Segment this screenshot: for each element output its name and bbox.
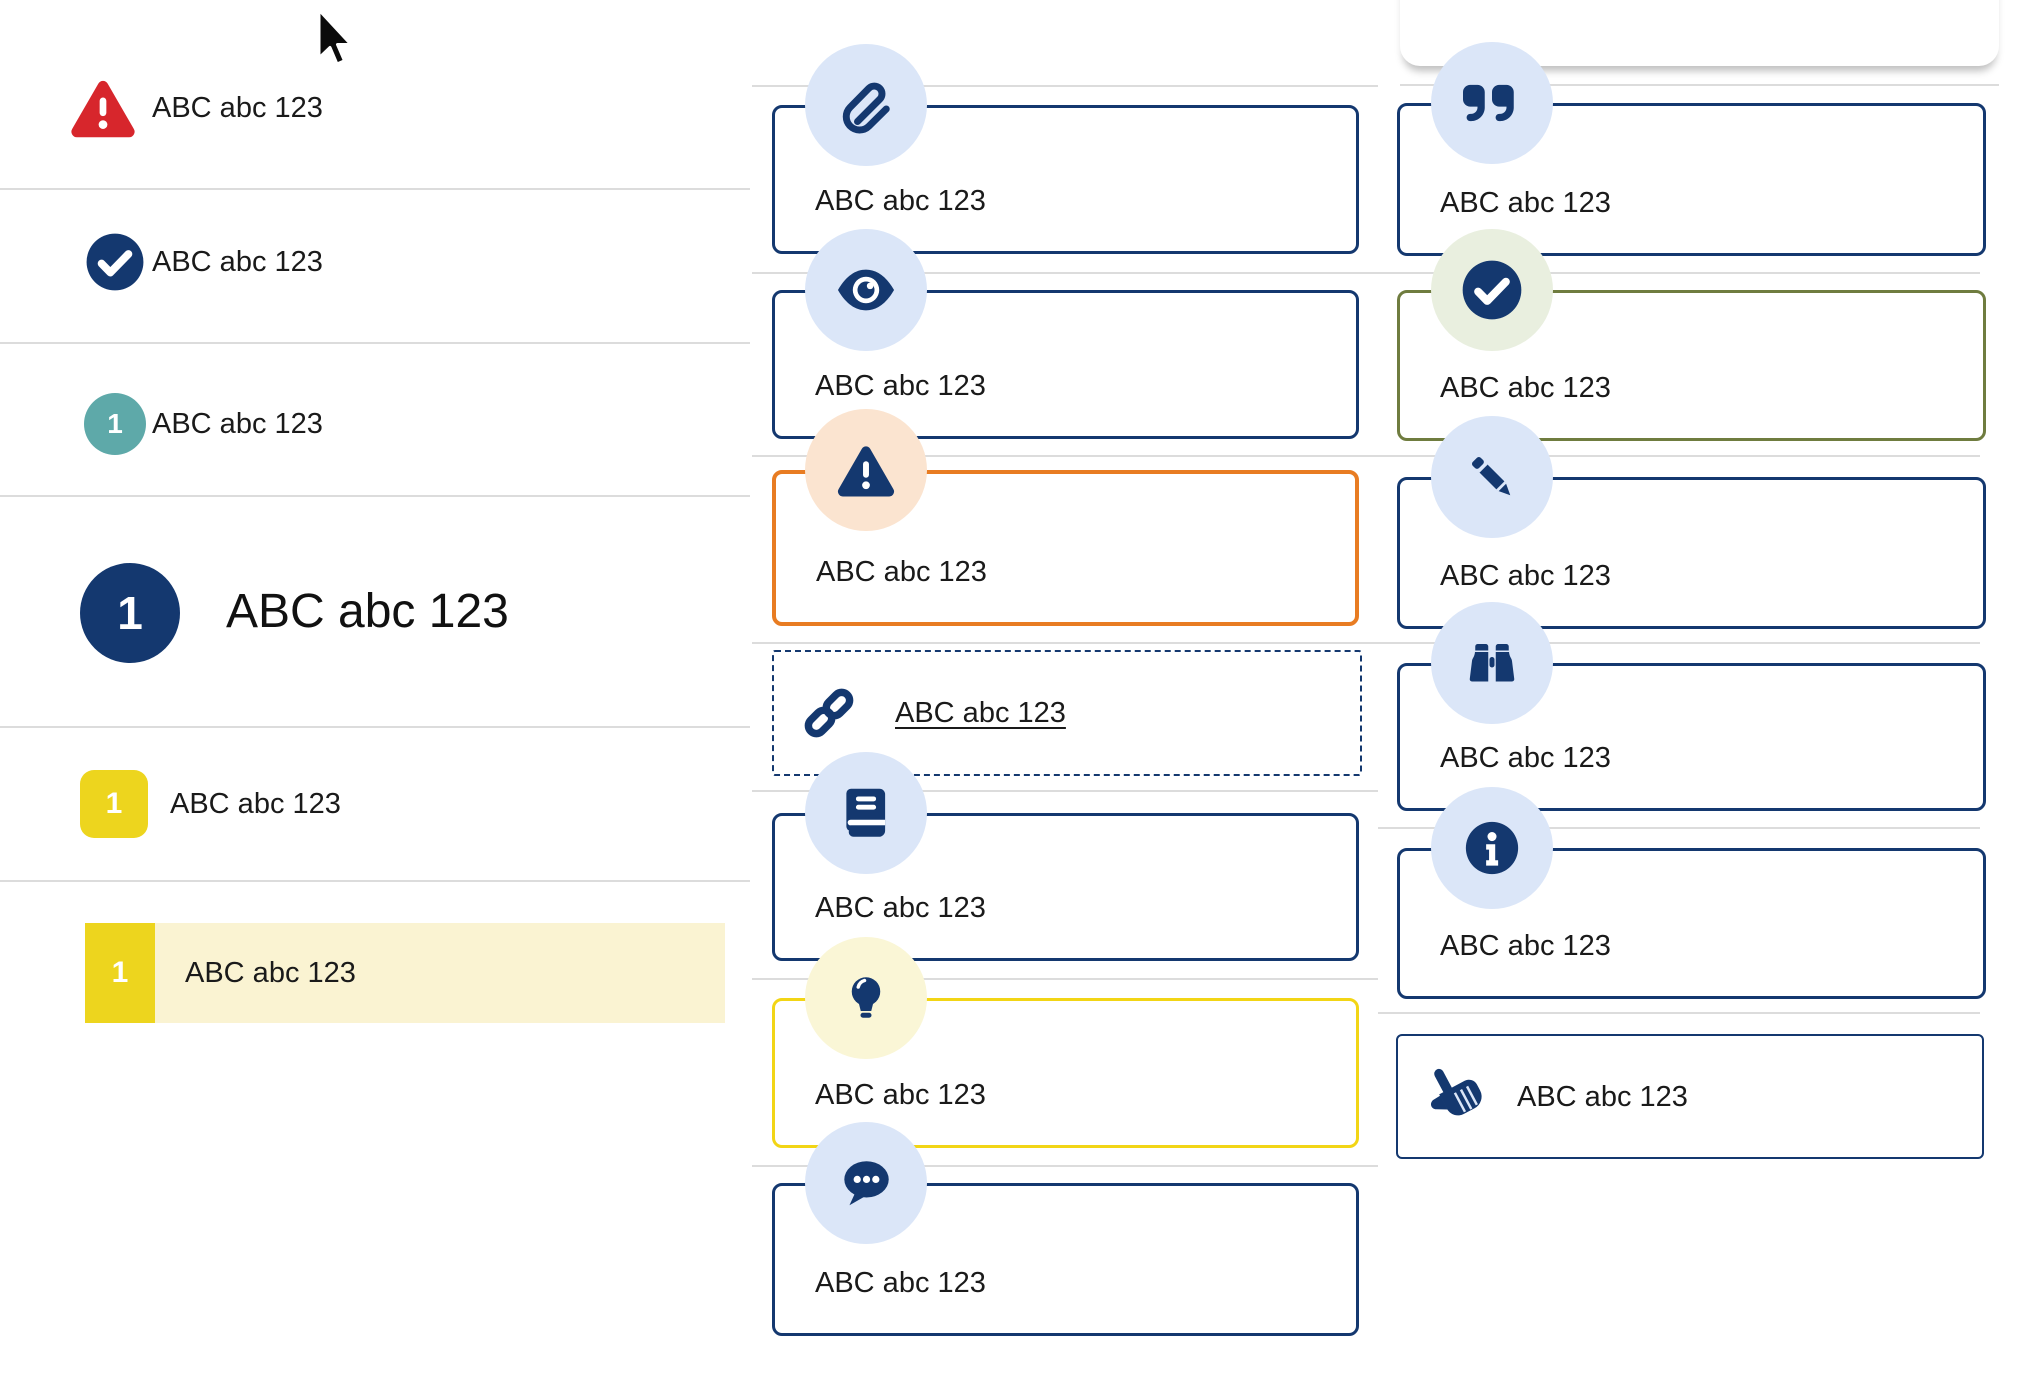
list-item-label: ABC abc 123 — [170, 788, 341, 820]
badge-number: 1 — [117, 587, 143, 639]
mouse-cursor — [315, 8, 359, 74]
list-item-label: ABC abc 123 — [152, 92, 323, 124]
list-item-heading-label: ABC abc 123 — [226, 585, 509, 638]
callout-link-text[interactable]: ABC abc 123 — [895, 697, 1066, 729]
callout-label: ABC abc 123 — [1440, 742, 1611, 774]
hand-pointer-icon — [1419, 1062, 1485, 1128]
divider — [0, 188, 750, 190]
callout-label: ABC abc 123 — [1440, 187, 1611, 219]
pencil-icon — [1431, 416, 1553, 538]
callout-label: ABC abc 123 — [815, 185, 986, 217]
number-badge-teal: 1 — [84, 393, 146, 455]
check-circle-icon — [84, 231, 146, 293]
callout-action[interactable]: ABC abc 123 — [1396, 1034, 1984, 1159]
divider — [1378, 1012, 1980, 1014]
highlight-background — [85, 923, 725, 1023]
divider — [1378, 827, 1980, 829]
link-icon — [796, 680, 862, 746]
quote-icon — [1431, 42, 1553, 164]
number-badge-navy-large: 1 — [80, 563, 180, 663]
number-badge-yellow: 1 — [85, 923, 155, 1023]
list-item-label: ABC abc 123 — [152, 246, 323, 278]
divider — [0, 880, 750, 882]
callout-label: ABC abc 123 — [1440, 930, 1611, 962]
list-item-label: ABC abc 123 — [185, 957, 356, 989]
divider — [752, 642, 1378, 644]
badge-number: 1 — [111, 956, 129, 989]
divider — [1378, 455, 1980, 457]
divider — [752, 85, 1378, 87]
divider — [0, 495, 750, 497]
info-icon — [1431, 787, 1553, 909]
callout-label: ABC abc 123 — [1440, 372, 1611, 404]
divider — [752, 790, 1378, 792]
callout-label: ABC abc 123 — [815, 1079, 986, 1111]
divider — [1400, 84, 1999, 86]
divider — [0, 726, 750, 728]
callout-label: ABC abc 123 — [815, 1267, 986, 1299]
callout-label: ABC abc 123 — [815, 370, 986, 402]
callout-explore[interactable]: ABC abc 123 — [1397, 663, 1986, 811]
book-icon — [805, 752, 927, 874]
list-item-label: ABC abc 123 — [152, 408, 323, 440]
number-badge-yellow: 1 — [80, 770, 148, 838]
binoculars-icon — [1431, 602, 1553, 724]
callout-tip[interactable]: ABC abc 123 — [772, 998, 1359, 1148]
divider — [752, 978, 1378, 980]
callout-label: ABC abc 123 — [815, 892, 986, 924]
divider — [1378, 642, 1980, 644]
callout-label: ABC abc 123 — [816, 556, 987, 588]
badge-number: 1 — [107, 408, 123, 439]
divider — [752, 272, 1378, 274]
chat-icon — [805, 1122, 927, 1244]
paperclip-icon — [805, 44, 927, 166]
eye-icon — [805, 229, 927, 351]
divider — [752, 455, 1378, 457]
divider — [752, 1165, 1378, 1167]
check-circle-icon — [1431, 229, 1553, 351]
warning-triangle-icon — [805, 409, 927, 531]
lightbulb-icon — [805, 937, 927, 1059]
callout-label: ABC abc 123 — [1517, 1081, 1688, 1113]
divider — [1378, 272, 1980, 274]
warning-triangle-icon — [68, 76, 138, 140]
divider — [0, 342, 750, 344]
badge-number: 1 — [105, 787, 123, 820]
callout-label: ABC abc 123 — [1440, 560, 1611, 592]
